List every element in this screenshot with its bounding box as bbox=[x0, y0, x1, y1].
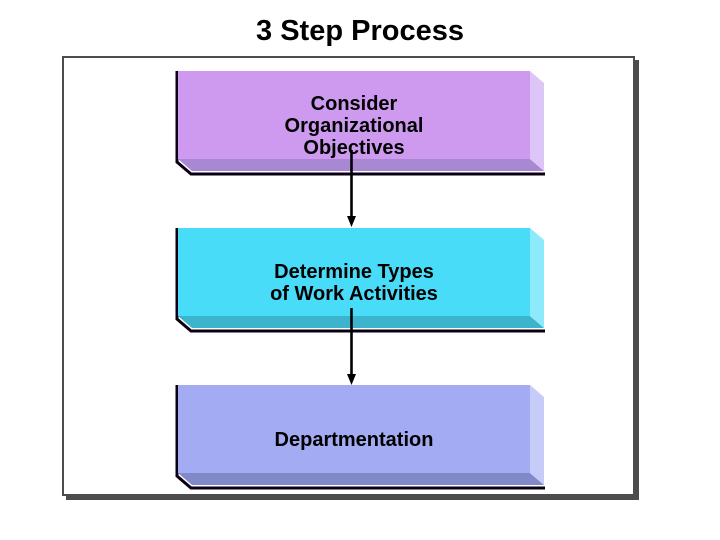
box-face bbox=[178, 385, 530, 473]
arrowhead-down-icon bbox=[347, 374, 356, 385]
step-box-shape bbox=[175, 228, 545, 333]
connector-arrow-2 bbox=[343, 308, 360, 386]
box-shadow-outline bbox=[175, 228, 545, 333]
box-side-bevel bbox=[530, 228, 544, 328]
arrowhead-down-icon bbox=[347, 216, 356, 227]
box-shadow-outline bbox=[175, 385, 545, 490]
box-side-bevel bbox=[530, 385, 544, 485]
step-box-shape bbox=[175, 71, 545, 176]
slide-title: 3 Step Process bbox=[256, 15, 464, 47]
step-box-consider-objectives: Consider Organizational Objectives bbox=[170, 70, 550, 182]
step-box-departmentation: Departmentation bbox=[170, 384, 550, 496]
box-face bbox=[178, 228, 530, 316]
box-bottom-bevel bbox=[178, 159, 544, 171]
step-box-shape bbox=[175, 385, 545, 490]
step-label: Consider Organizational Objectives bbox=[284, 93, 424, 159]
box-side-bevel bbox=[530, 71, 544, 171]
step-box-determine-work-activities: Determine Types of Work Activities bbox=[170, 227, 550, 339]
box-bottom-bevel bbox=[178, 473, 544, 485]
box-face bbox=[178, 71, 530, 159]
box-shadow-outline bbox=[175, 71, 545, 176]
connector-arrow-1 bbox=[343, 150, 360, 228]
step-label: Departmentation bbox=[274, 429, 434, 451]
box-bottom-bevel bbox=[178, 316, 544, 328]
step-label: Determine Types of Work Activities bbox=[270, 261, 438, 305]
